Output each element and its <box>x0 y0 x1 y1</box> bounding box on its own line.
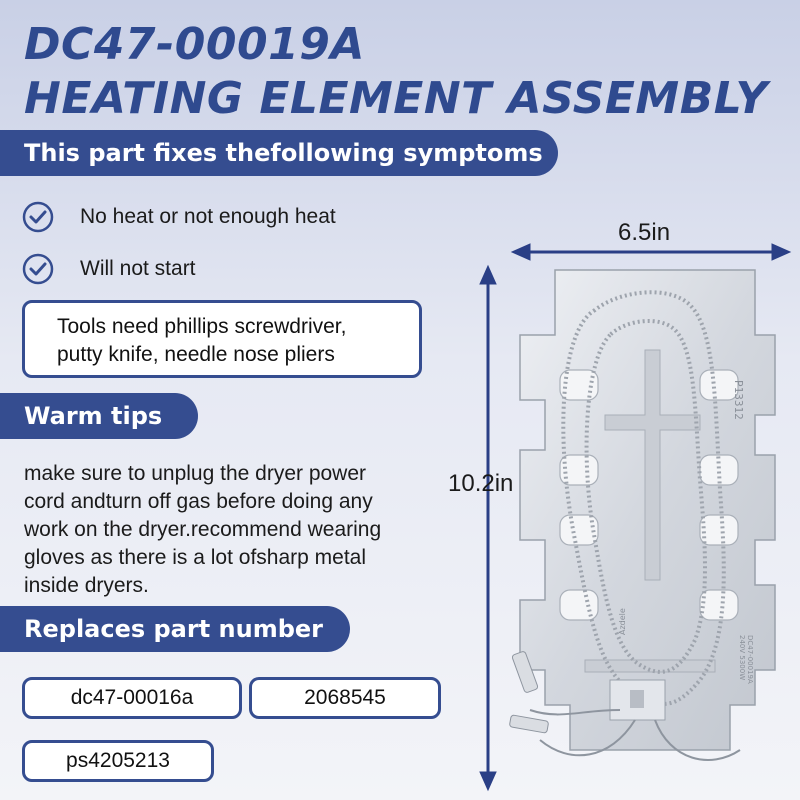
height-arrow <box>479 264 497 792</box>
terminal-bracket <box>609 679 666 721</box>
label-part-number: DC47-00019A <box>746 635 754 684</box>
brand-mark: Azdele <box>618 608 627 635</box>
part-number-box: 2068545 <box>249 677 441 719</box>
check-circle-icon <box>22 253 54 285</box>
width-arrow <box>510 243 792 261</box>
symptom-text: Will not start <box>80 257 196 280</box>
symptoms-heading: This part fixes thefollowing symptoms <box>0 130 558 176</box>
part-number-box: ps4205213 <box>22 740 214 782</box>
part-number-box: dc47-00016a <box>22 677 242 719</box>
tips-line: make sure to unplug the dryer power <box>24 462 367 485</box>
symptom-text: No heat or not enough heat <box>80 205 336 228</box>
tips-line: work on the dryer.recommend wearing <box>24 518 382 541</box>
part-number: 2068545 <box>304 686 386 709</box>
replaces-heading: Replaces part number <box>0 606 350 652</box>
element-tabs <box>559 369 739 621</box>
metal-plate <box>519 269 776 751</box>
tips-line: gloves as there is a lot ofsharp metal <box>24 546 367 569</box>
part-number: ps4205213 <box>66 749 170 772</box>
warm-tips-text: make sure to unplug the dryer power cord… <box>24 460 444 600</box>
check-circle-icon <box>22 201 54 233</box>
tools-box: Tools need phillips screwdriver, putty k… <box>22 300 422 378</box>
title-part-number: DC47-00019A <box>24 19 365 70</box>
lead-wires <box>529 709 741 761</box>
tips-line: inside dryers. <box>24 574 149 597</box>
plate-mark: P13312 <box>732 380 745 420</box>
symptom-item: Will not start <box>22 252 196 286</box>
symptom-item: No heat or not enough heat <box>22 200 336 234</box>
tips-line: cord andturn off gas before doing any <box>24 490 373 513</box>
part-number: dc47-00016a <box>70 686 194 709</box>
connector <box>509 651 549 734</box>
heating-element-illustration: P13312 DC47-00019A 240V 5300W Azdele <box>509 269 776 761</box>
warm-tips-heading: Warm tips <box>0 393 198 439</box>
title-product-name: HEATING ELEMENT ASSEMBLY <box>24 73 768 124</box>
product-title: DC47-00019A HEATING ELEMENT ASSEMBLY <box>24 18 768 126</box>
width-label: 6.5in <box>618 219 671 246</box>
height-label: 10.2in <box>448 470 514 497</box>
tools-line: putty knife, needle nose pliers <box>57 343 335 366</box>
tools-line: Tools need phillips screwdriver, <box>57 315 347 338</box>
heating-coil <box>561 290 726 706</box>
label-rating: 240V 5300W <box>738 635 746 680</box>
